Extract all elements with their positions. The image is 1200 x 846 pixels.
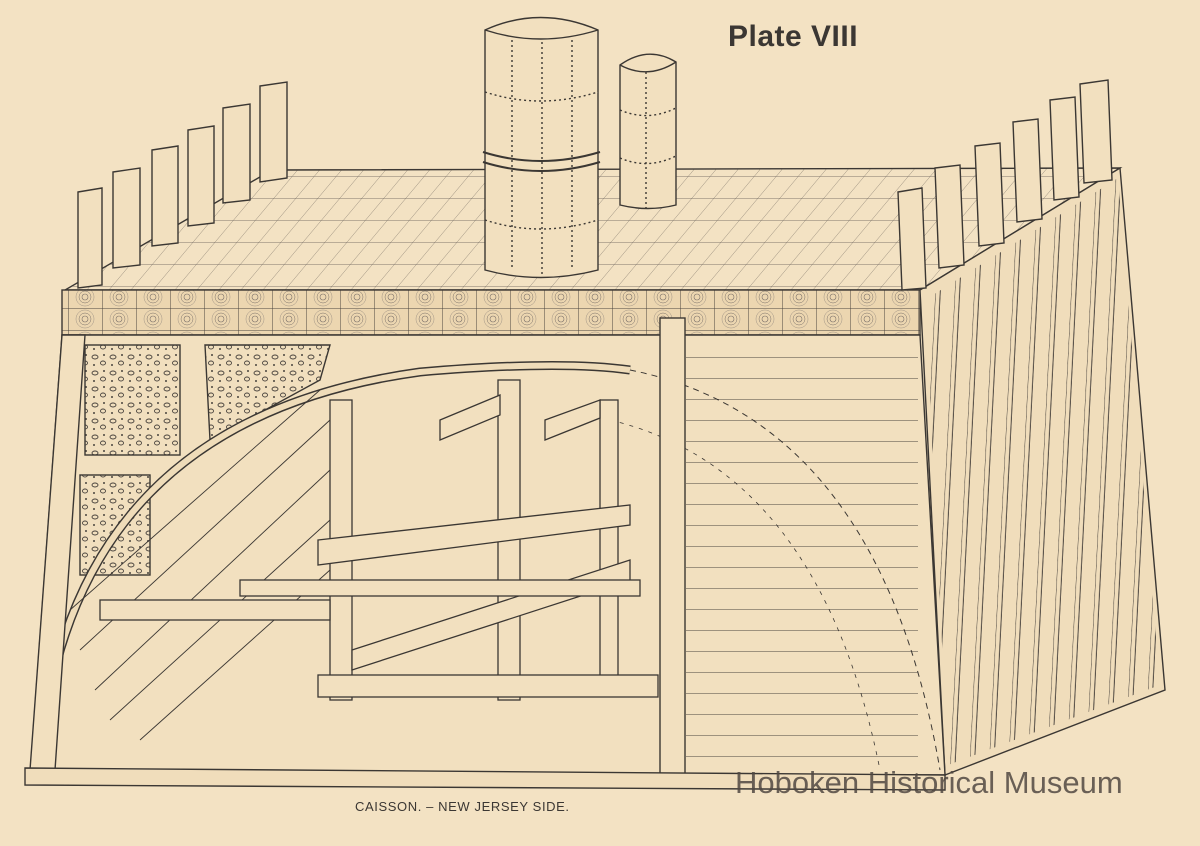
plate-caption: CAISSON. – NEW JERSEY SIDE. [355, 799, 570, 814]
vertical-post [659, 317, 686, 787]
timber-band [61, 289, 921, 336]
planked-wall [686, 340, 918, 770]
deck-posts-right [897, 79, 1113, 291]
museum-watermark: Hoboken Historical Museum [735, 765, 1123, 800]
bottom-sill [24, 767, 946, 791]
arch-dashed [629, 369, 941, 771]
deck-posts-left [77, 81, 288, 289]
plate-title: Plate VIII [728, 20, 859, 53]
concrete-fill [84, 344, 181, 456]
air-shaft-small [619, 53, 677, 210]
air-shaft-large [482, 16, 601, 279]
